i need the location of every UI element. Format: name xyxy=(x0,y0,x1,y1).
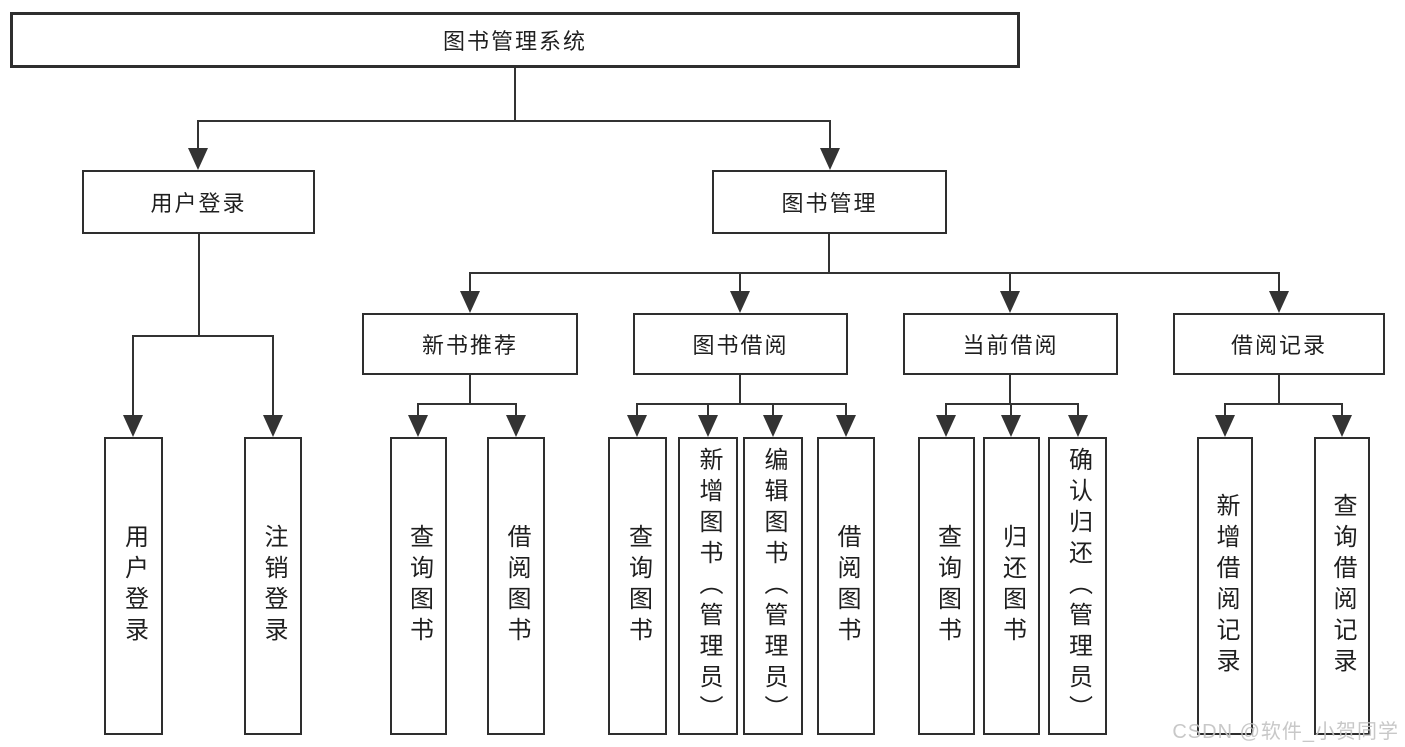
leaf-borrow-books-recommend: 借阅图书 xyxy=(487,437,545,735)
connector-stem xyxy=(1077,403,1079,415)
connector-stem xyxy=(1010,403,1012,415)
node-new-book-recommend: 新书推荐 xyxy=(362,313,578,375)
connector-bookborrow-rail xyxy=(637,403,846,405)
connector-stem xyxy=(772,403,774,415)
arrow-down-icon xyxy=(123,415,143,437)
leaf-add-borrow-record: 新增借阅记录 xyxy=(1197,437,1253,735)
arrow-down-icon xyxy=(460,291,480,313)
node-book-borrow-label: 图书借阅 xyxy=(692,333,789,358)
connector-newbook-drop xyxy=(469,375,471,403)
connector-stem xyxy=(1009,272,1011,291)
leaf-user-login-label: 用户登录 xyxy=(120,524,148,648)
arrow-down-icon xyxy=(1215,415,1235,437)
connector-userlogin-drop xyxy=(198,234,200,335)
arrow-down-icon xyxy=(188,148,208,170)
connector-root-rail xyxy=(198,120,831,122)
connector-stem xyxy=(707,403,709,415)
node-borrow-records: 借阅记录 xyxy=(1173,313,1385,375)
leaf-edit-books-admin-label: 编辑图书（管理员） xyxy=(760,446,787,726)
leaf-user-login: 用户登录 xyxy=(104,437,163,735)
connector-stem xyxy=(197,120,199,148)
leaf-query-books-borrow-label: 查询图书 xyxy=(624,524,652,648)
node-root-label: 图书管理系统 xyxy=(442,29,587,54)
leaf-edit-books-admin: 编辑图书（管理员） xyxy=(743,437,803,735)
connector-stem xyxy=(515,403,517,415)
node-current-borrow: 当前借阅 xyxy=(903,313,1118,375)
connector-stem xyxy=(1278,272,1280,291)
arrow-down-icon xyxy=(836,415,856,437)
arrow-down-icon xyxy=(730,291,750,313)
leaf-borrow-books-label: 借阅图书 xyxy=(833,524,860,648)
leaf-query-borrow-record-label: 查询借阅记录 xyxy=(1329,493,1356,679)
connector-borrowrecords-rail xyxy=(1225,403,1342,405)
connector-userlogin-rail xyxy=(133,335,274,337)
leaf-borrow-books-recommend-label: 借阅图书 xyxy=(503,524,530,648)
arrow-down-icon xyxy=(263,415,283,437)
node-current-borrow-label: 当前借阅 xyxy=(962,333,1059,358)
leaf-query-books-current-label: 查询图书 xyxy=(933,524,961,648)
leaf-confirm-return-admin-label: 确认归还（管理员） xyxy=(1064,446,1092,726)
connector-currentborrow-rail xyxy=(946,403,1078,405)
arrow-down-icon xyxy=(820,148,840,170)
node-book-borrow: 图书借阅 xyxy=(633,313,848,375)
leaf-borrow-books: 借阅图书 xyxy=(817,437,875,735)
connector-stem xyxy=(469,272,471,291)
leaf-query-books-recommend: 查询图书 xyxy=(390,437,447,735)
arrow-down-icon xyxy=(698,415,718,437)
node-borrow-records-label: 借阅记录 xyxy=(1230,333,1327,358)
leaf-query-books-borrow: 查询图书 xyxy=(608,437,667,735)
connector-stem xyxy=(417,403,419,415)
node-user-login-label: 用户登录 xyxy=(150,191,247,216)
connector-newbook-rail xyxy=(418,403,517,405)
arrow-down-icon xyxy=(1001,415,1021,437)
leaf-query-books-recommend-label: 查询图书 xyxy=(405,524,433,648)
arrow-down-icon xyxy=(627,415,647,437)
arrow-down-icon xyxy=(1332,415,1352,437)
node-user-login: 用户登录 xyxy=(82,170,315,234)
connector-stem xyxy=(739,272,741,291)
connector-borrowrecords-drop xyxy=(1278,375,1280,403)
connector-stem xyxy=(845,403,847,415)
connector-stem xyxy=(1224,403,1226,415)
leaf-query-borrow-record: 查询借阅记录 xyxy=(1314,437,1370,735)
connector-stem xyxy=(132,335,134,415)
connector-bookborrow-drop xyxy=(739,375,741,403)
leaf-logout: 注销登录 xyxy=(244,437,302,735)
node-root: 图书管理系统 xyxy=(10,12,1020,68)
node-new-book-recommend-label: 新书推荐 xyxy=(421,333,518,358)
arrow-down-icon xyxy=(1068,415,1088,437)
arrow-down-icon xyxy=(1269,291,1289,313)
leaf-confirm-return-admin: 确认归还（管理员） xyxy=(1048,437,1107,735)
leaf-add-borrow-record-label: 新增借阅记录 xyxy=(1212,493,1239,679)
connector-root-drop xyxy=(514,68,516,120)
connector-stem xyxy=(272,335,274,415)
arrow-down-icon xyxy=(936,415,956,437)
connector-stem xyxy=(636,403,638,415)
leaf-add-books-admin-label: 新增图书（管理员） xyxy=(695,446,722,726)
leaf-return-books-label: 归还图书 xyxy=(998,524,1026,648)
node-book-management-label: 图书管理 xyxy=(781,191,878,216)
connector-stem xyxy=(1341,403,1343,415)
connector-stem xyxy=(945,403,947,415)
node-book-management: 图书管理 xyxy=(712,170,947,234)
leaf-return-books: 归还图书 xyxy=(983,437,1040,735)
leaf-logout-label: 注销登录 xyxy=(260,524,287,648)
connector-bookmgmt-rail xyxy=(470,272,1280,274)
leaf-add-books-admin: 新增图书（管理员） xyxy=(678,437,738,735)
arrow-down-icon xyxy=(408,415,428,437)
arrow-down-icon xyxy=(506,415,526,437)
leaf-query-books-current: 查询图书 xyxy=(918,437,975,735)
arrow-down-icon xyxy=(1000,291,1020,313)
connector-currentborrow-drop xyxy=(1009,375,1011,403)
connector-stem xyxy=(829,120,831,148)
csdn-watermark: CSDN @软件_小贺同学 xyxy=(1172,721,1399,743)
arrow-down-icon xyxy=(763,415,783,437)
connector-bookmgmt-drop xyxy=(828,234,830,272)
